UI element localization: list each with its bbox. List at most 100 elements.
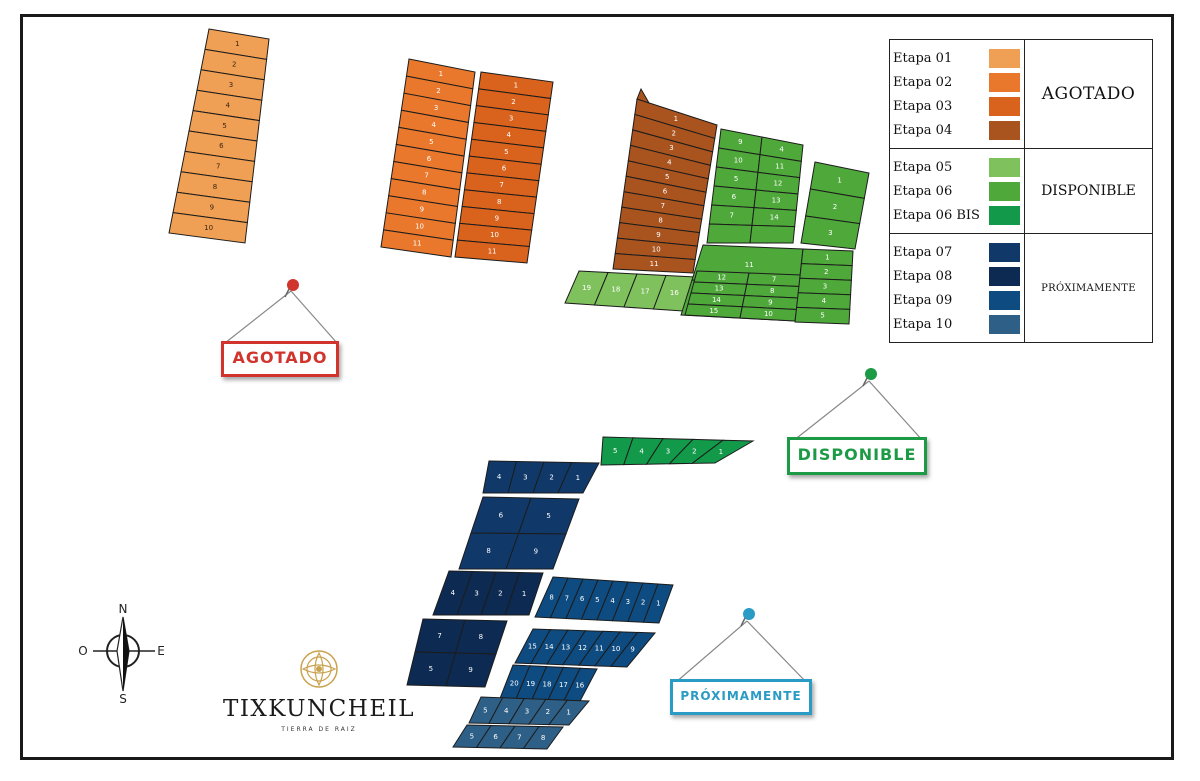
legend-color-swatch bbox=[989, 181, 1020, 201]
lot-number: 11 bbox=[775, 163, 784, 171]
lot-parcel[interactable] bbox=[445, 652, 497, 688]
compass-south: S bbox=[119, 692, 127, 706]
lot-parcel[interactable] bbox=[522, 725, 564, 750]
blue-push-pin-icon bbox=[674, 608, 808, 684]
lot-number: 3 bbox=[626, 598, 630, 606]
lot-number: 2 bbox=[641, 599, 645, 607]
lot-parcel[interactable] bbox=[454, 239, 530, 264]
lot-number: 5 bbox=[613, 447, 617, 455]
lot-parcel[interactable] bbox=[690, 439, 755, 464]
lot-number: 4 bbox=[639, 447, 644, 455]
legend-row: Etapa 10 bbox=[893, 312, 1020, 336]
lot-number: 8 bbox=[658, 216, 662, 224]
legend-stage-label: Etapa 08 bbox=[893, 268, 953, 284]
lot-number: 2 bbox=[498, 590, 502, 598]
legend-color-swatch bbox=[989, 48, 1020, 68]
lot-number: 1 bbox=[522, 590, 526, 598]
legend-color-swatch bbox=[989, 314, 1020, 334]
lot-number: 3 bbox=[474, 589, 478, 597]
lot-parcel[interactable] bbox=[548, 699, 591, 726]
lot-number: 3 bbox=[823, 283, 827, 291]
lot-parcel[interactable] bbox=[504, 571, 544, 616]
etapa-04-peak bbox=[636, 87, 651, 104]
lot-number: 3 bbox=[509, 115, 513, 123]
sign-disponible-label: DISPONIBLE bbox=[797, 445, 917, 464]
lot-number: 10 bbox=[764, 310, 773, 318]
sign-agotado-board: AGOTADO bbox=[221, 341, 339, 377]
lot-parcel[interactable] bbox=[610, 631, 657, 668]
lot-parcel[interactable] bbox=[749, 224, 796, 244]
lot-number: 4 bbox=[504, 707, 509, 715]
lot-number: 11 bbox=[488, 248, 497, 256]
sign-disponible: DISPONIBLE bbox=[783, 361, 933, 481]
legend-color-swatch bbox=[989, 266, 1020, 286]
sign-proximamente-label: PRÓXIMAMENTE bbox=[680, 689, 802, 703]
lot-number: 7 bbox=[517, 733, 521, 741]
lot-number: 17 bbox=[559, 681, 568, 689]
compass-rose-icon: N S E O bbox=[78, 602, 165, 706]
lot-parcel[interactable] bbox=[800, 215, 861, 250]
lot-number: 7 bbox=[424, 172, 428, 180]
lot-number: 4 bbox=[822, 297, 827, 305]
lot-number: 7 bbox=[216, 163, 220, 171]
lot-number: 6 bbox=[499, 511, 504, 519]
lot-number: 3 bbox=[669, 144, 673, 152]
legend-color-swatch bbox=[989, 205, 1020, 225]
lot-number: 1 bbox=[719, 448, 723, 456]
lot-parcel[interactable] bbox=[505, 532, 567, 570]
lot-number: 1 bbox=[235, 40, 239, 48]
lot-number: 2 bbox=[824, 268, 828, 276]
lot-parcel[interactable] bbox=[612, 253, 696, 274]
sign-proximamente-board: PRÓXIMAMENTE bbox=[670, 679, 812, 715]
legend-row: Etapa 06 bbox=[893, 179, 1020, 203]
legend-row: Etapa 08 bbox=[893, 264, 1020, 288]
lot-parcel[interactable] bbox=[794, 306, 851, 325]
lot-number: 4 bbox=[667, 159, 672, 167]
sign-proximamente: PRÓXIMAMENTE bbox=[667, 599, 817, 719]
lot-number: 13 bbox=[772, 197, 781, 205]
compass-west: O bbox=[78, 644, 87, 658]
lot-parcel[interactable] bbox=[168, 212, 248, 244]
lot-number: 11 bbox=[745, 261, 754, 269]
lot-number: 8 bbox=[549, 593, 553, 601]
lot-number: 5 bbox=[595, 596, 599, 604]
ornate-gold-emblem-icon bbox=[300, 650, 338, 688]
lot-parcel[interactable] bbox=[706, 223, 753, 244]
lot-number: 11 bbox=[413, 240, 422, 248]
lot-number: 3 bbox=[523, 473, 527, 481]
legend-stage-label: Etapa 01 bbox=[893, 50, 953, 66]
lot-parcel[interactable] bbox=[380, 229, 454, 258]
lot-number: 14 bbox=[712, 296, 721, 304]
lot-parcel[interactable] bbox=[557, 461, 600, 494]
lot-number: 15 bbox=[528, 642, 537, 650]
legend-status-label: PRÓXIMAMENTE bbox=[1041, 282, 1136, 294]
lot-parcel[interactable] bbox=[642, 583, 674, 624]
legend-stage-label: Etapa 03 bbox=[893, 98, 953, 114]
lot-number: 9 bbox=[656, 231, 660, 239]
lot-number: 9 bbox=[534, 547, 538, 555]
lot-number: 8 bbox=[541, 734, 545, 742]
lot-number: 5 bbox=[665, 173, 669, 181]
lot-number: 5 bbox=[820, 312, 824, 320]
lot-number: 5 bbox=[483, 706, 487, 714]
lot-number: 1 bbox=[837, 177, 841, 185]
legend-stage-label: Etapa 02 bbox=[893, 74, 953, 90]
lot-number: 4 bbox=[226, 101, 231, 109]
lot-number: 3 bbox=[525, 708, 529, 716]
lot-parcel-peak[interactable] bbox=[636, 87, 651, 104]
lot-number: 2 bbox=[692, 448, 696, 456]
legend-stage-label: Etapa 05 bbox=[893, 159, 953, 175]
lot-number: 8 bbox=[479, 633, 483, 641]
sign-agotado: AGOTADO bbox=[217, 273, 343, 383]
lot-number: 20 bbox=[510, 679, 519, 687]
lot-number: 6 bbox=[732, 193, 737, 201]
